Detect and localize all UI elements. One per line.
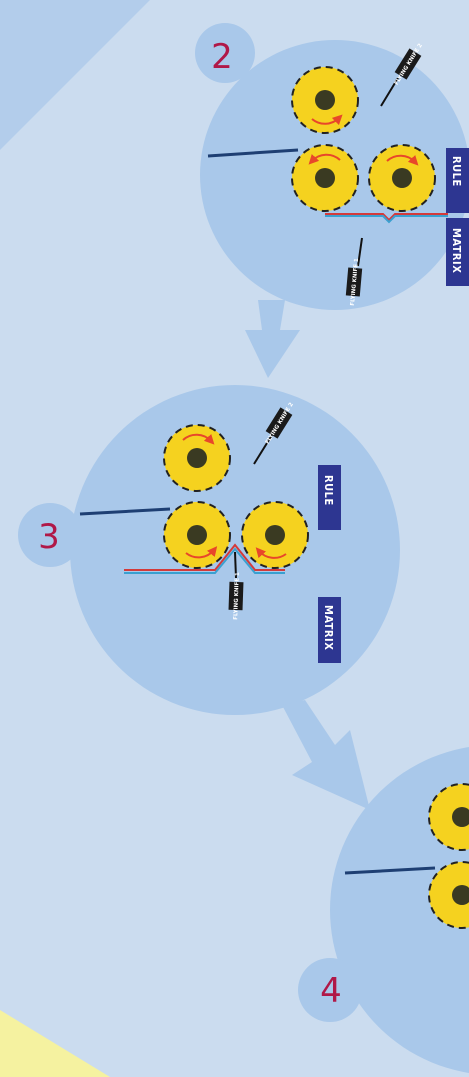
step-2-roller-left	[291, 144, 359, 212]
step-3-roller-top	[163, 424, 231, 492]
step-3-to-4-arrow	[282, 700, 370, 810]
step-3-label-bubble	[18, 503, 82, 567]
background-wedge-top	[0, 0, 150, 150]
step-4-roller-top	[428, 783, 469, 851]
svg-text:MATRIX: MATRIX	[322, 605, 335, 650]
step-3-roller-left	[163, 501, 231, 569]
step-3-flying-knife-1: FLYING KNIFE 1	[228, 551, 244, 620]
step-3-roller-right	[241, 501, 309, 569]
step-4-roller-left	[428, 861, 469, 929]
step-2-group: 2 RULE MATRIX	[195, 23, 469, 378]
step-2-roller-right	[368, 144, 436, 212]
background-wedge-bottom	[0, 1010, 110, 1077]
step-3-group: 3 RULE MATRIX	[18, 385, 400, 810]
step-2-matrix-line	[325, 215, 448, 224]
step-3-feed-line	[79, 507, 171, 516]
svg-text:MATRIX: MATRIX	[450, 228, 463, 273]
step-3-matrix-tab: MATRIX	[318, 597, 341, 663]
step-4-number: 4	[320, 971, 342, 1011]
step-4-feed-line	[344, 866, 436, 875]
step-3-number: 3	[38, 517, 60, 557]
step-4-group: 4	[298, 747, 469, 1073]
svg-text:RULE: RULE	[450, 156, 463, 187]
step-2-roller-top	[291, 66, 359, 134]
step-2-number: 2	[211, 37, 233, 77]
step-3-matrix-line	[124, 547, 285, 574]
svg-text:FLYING KNIFE 1: FLYING KNIFE 1	[350, 258, 360, 306]
svg-text:FLYING KNIFE 1: FLYING KNIFE 1	[233, 572, 241, 620]
step-2-rule-tab: RULE	[446, 148, 469, 213]
step-2-label-bubble	[195, 23, 255, 83]
step-4-label-bubble	[298, 958, 362, 1022]
step-2-flying-knife-1: FLYING KNIFE 1	[345, 237, 363, 306]
step-2-feed-line	[207, 148, 299, 158]
step-2-rule-line	[325, 213, 448, 222]
step-2-to-3-arrow	[245, 300, 300, 378]
svg-text:RULE: RULE	[322, 475, 335, 506]
step-3-rule-line	[124, 543, 285, 571]
step-2-matrix-tab: MATRIX	[446, 218, 469, 286]
step-3-rule-tab: RULE	[318, 465, 341, 530]
